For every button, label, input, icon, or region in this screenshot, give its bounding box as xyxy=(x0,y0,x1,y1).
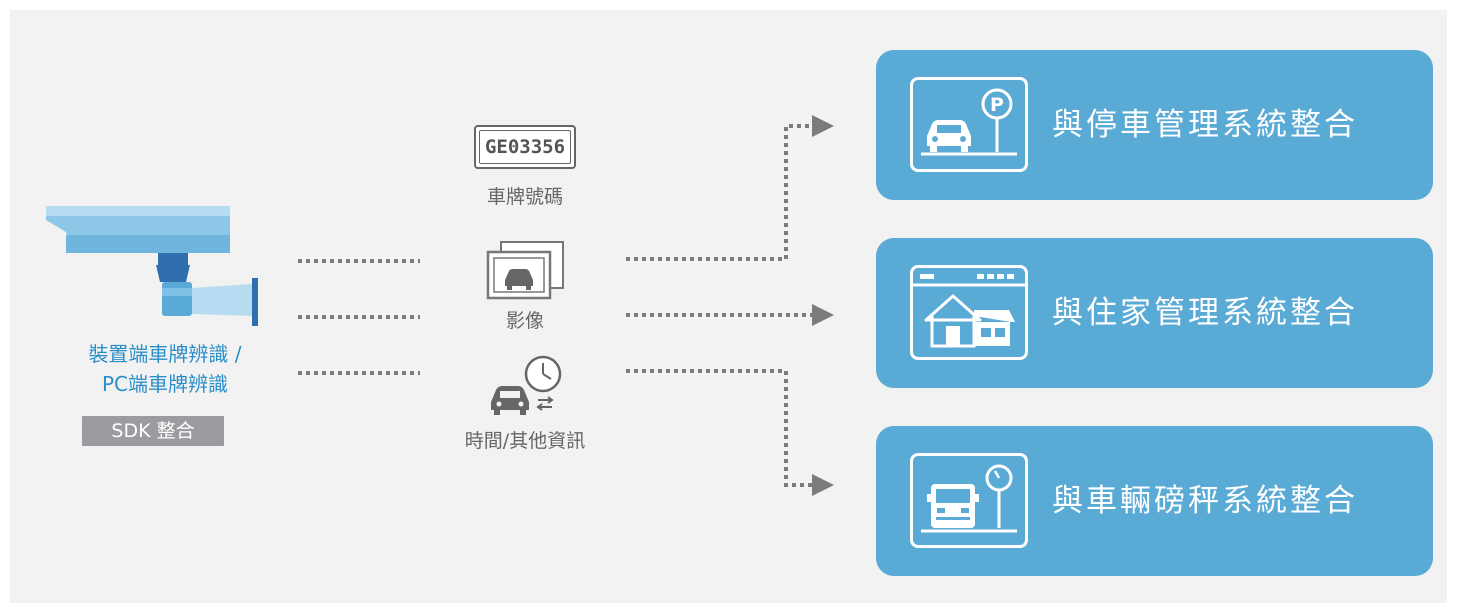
camera-output-connectors xyxy=(298,259,420,375)
house-browser-icon xyxy=(910,265,1028,360)
truck-scale-icon xyxy=(910,453,1028,548)
integration-card-home: 與住家管理系統整合 xyxy=(876,238,1433,388)
integration-label-home: 與住家管理系統整合 xyxy=(1052,295,1358,331)
integration-label-truck-scale: 與車輛磅秤系統整合 xyxy=(1052,483,1358,519)
data-label-image: 影像 xyxy=(505,310,544,332)
integration-connectors xyxy=(626,115,834,496)
sdk-badge: SDK 整合 xyxy=(82,416,224,446)
data-label-plate: 車牌號碼 xyxy=(486,186,563,208)
license-plate-icon: GE03356 xyxy=(474,125,576,169)
svg-text:P: P xyxy=(990,94,1004,116)
integration-label-parking: 與停車管理系統整合 xyxy=(1052,107,1358,143)
cctv-camera-icon xyxy=(46,206,258,326)
camera-label-line1: 裝置端車牌辨識 / xyxy=(88,342,242,366)
integration-card-parking: P 與停車管理系統整合 xyxy=(876,50,1433,200)
camera-label-line2: PC端車牌辨識 xyxy=(101,372,229,396)
parking-car-icon: P xyxy=(910,77,1028,172)
integration-card-truck-scale: 與車輛磅秤系統整合 xyxy=(876,426,1433,576)
image-frames-icon xyxy=(486,241,564,300)
data-label-time: 時間/其他資訊 xyxy=(464,430,586,452)
diagram-canvas: 裝置端車牌辨識 / PC端車牌辨識 SDK 整合 GE03356 車牌號碼 影像 xyxy=(10,10,1447,603)
car-clock-icon xyxy=(491,355,562,415)
license-plate-text: GE03356 xyxy=(484,136,566,158)
